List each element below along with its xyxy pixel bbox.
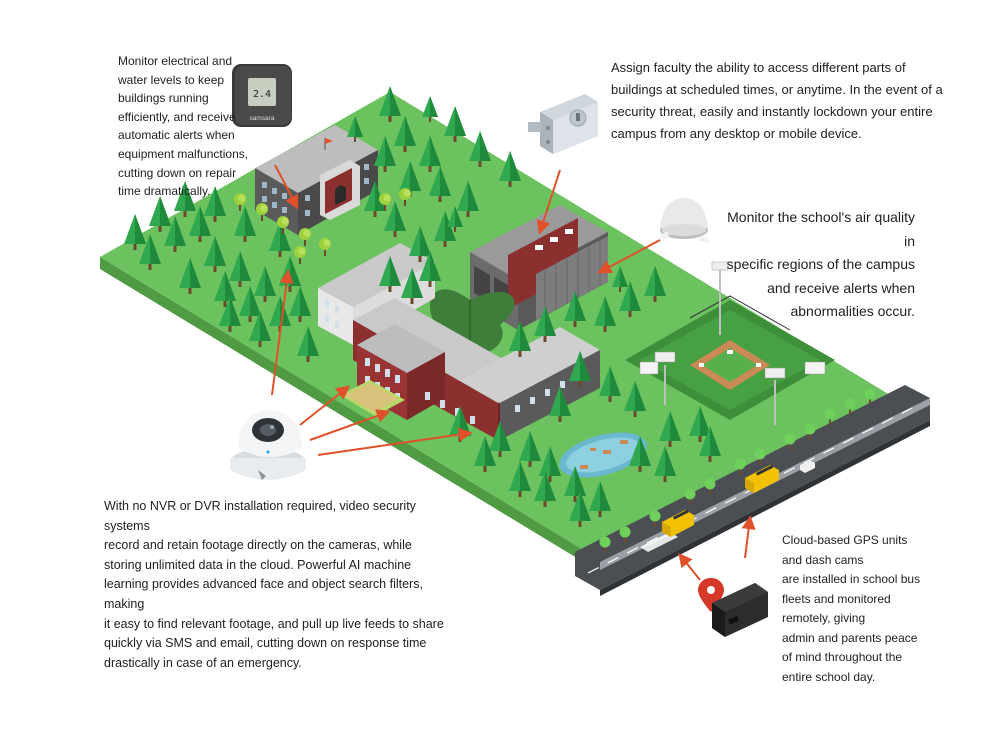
arrow-air: [597, 239, 661, 274]
arrow-camera-3: [317, 427, 473, 456]
energy-monitor-brand: samsara: [250, 115, 275, 122]
callout-air-quality: Monitor the school's air quality in spec…: [726, 209, 915, 319]
gps-tracker-icon: [712, 583, 768, 637]
air-sensor-icon: [659, 198, 710, 244]
callout-energy-monitoring: Monitor electrical and water levels to k…: [118, 54, 249, 199]
car: [800, 460, 815, 473]
arrow-gps-1: [678, 552, 701, 581]
dome-camera-icon: [230, 410, 306, 480]
callout-video-security: With no NVR or DVR installation required…: [104, 499, 444, 670]
school-bus-1: [662, 509, 694, 537]
school-bus-2: [745, 464, 779, 493]
arrow-access: [536, 169, 561, 235]
energy-monitor-display: 2.4: [253, 89, 271, 100]
arrow-energy: [274, 164, 299, 210]
arrow-camera-1: [299, 385, 351, 426]
vehicles: [662, 460, 815, 537]
callout-arrows: [271, 164, 756, 581]
energy-monitor-icon: 2.4 samsara: [232, 64, 292, 127]
arrow-gps-2: [741, 515, 756, 559]
callout-gps-fleet: Cloud-based GPS units and dash cams are …: [782, 533, 921, 684]
arrow-camera-2: [309, 409, 391, 441]
door-controller-icon: [528, 94, 598, 154]
callout-access-control: Assign faculty the ability to access dif…: [611, 60, 943, 141]
arrow-camera-up: [271, 269, 294, 396]
pond: [559, 432, 647, 478]
baseball-field: [625, 261, 835, 425]
